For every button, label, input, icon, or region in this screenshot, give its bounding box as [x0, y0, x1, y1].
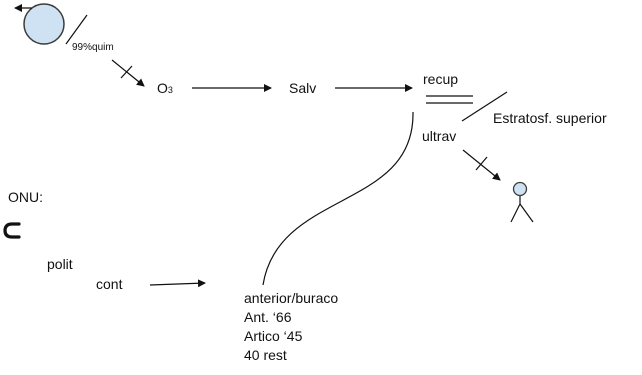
arrow-cont-to-notes — [149, 279, 206, 288]
blocked-arrow-to-ozone — [111, 59, 145, 87]
label-cont: cont — [96, 276, 123, 292]
label-onu: ONU: — [8, 189, 43, 205]
strat-slash-line — [461, 91, 508, 122]
curve-recup-to-notes — [262, 111, 414, 286]
note-line-1: anterior/buraco — [244, 290, 339, 306]
note-line-3: Artico ‘45 — [244, 328, 303, 344]
sun-icon — [14, 3, 65, 45]
blocked-arrow-to-person — [462, 149, 501, 181]
label-ultrav: ultrav — [422, 128, 457, 144]
label-polit: polit — [47, 256, 73, 272]
double-line-under-recup — [426, 95, 473, 104]
label-salv: Salv — [289, 80, 317, 96]
label-ozone-subscript: 3 — [167, 85, 173, 95]
label-99-quim: 99%quim — [72, 42, 114, 53]
label-estratosf-superior: Estratosf. superior — [493, 110, 607, 126]
note-line-4: 40 rest — [244, 347, 287, 363]
note-line-2: Ant. ‘66 — [244, 309, 292, 325]
person-icon — [510, 181, 534, 223]
notes-block: anterior/buraco Ant. ‘66 Artico ‘45 40 r… — [244, 289, 338, 365]
label-ozone: O3 — [157, 80, 173, 98]
sun-slash-line — [65, 14, 88, 45]
label-ozone-base: O — [157, 80, 168, 96]
subset-icon — [3, 222, 21, 239]
label-recup: recup — [423, 71, 459, 87]
